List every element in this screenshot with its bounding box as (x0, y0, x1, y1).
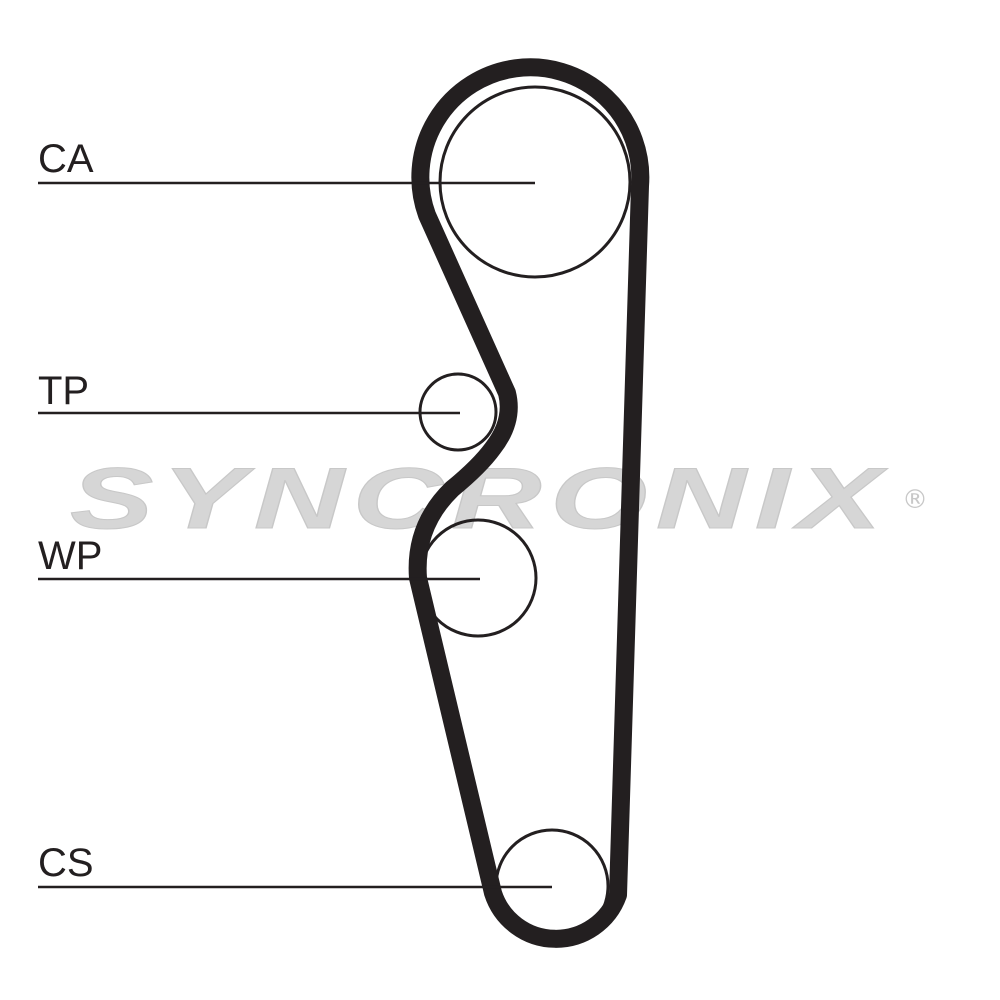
label-tp: TP (38, 369, 89, 413)
label-wp: WP (38, 534, 102, 578)
registered-mark: ® (902, 485, 928, 515)
timing-belt (408, 58, 650, 948)
label-cs: CS (38, 841, 94, 885)
label-ca: CA (38, 137, 94, 181)
